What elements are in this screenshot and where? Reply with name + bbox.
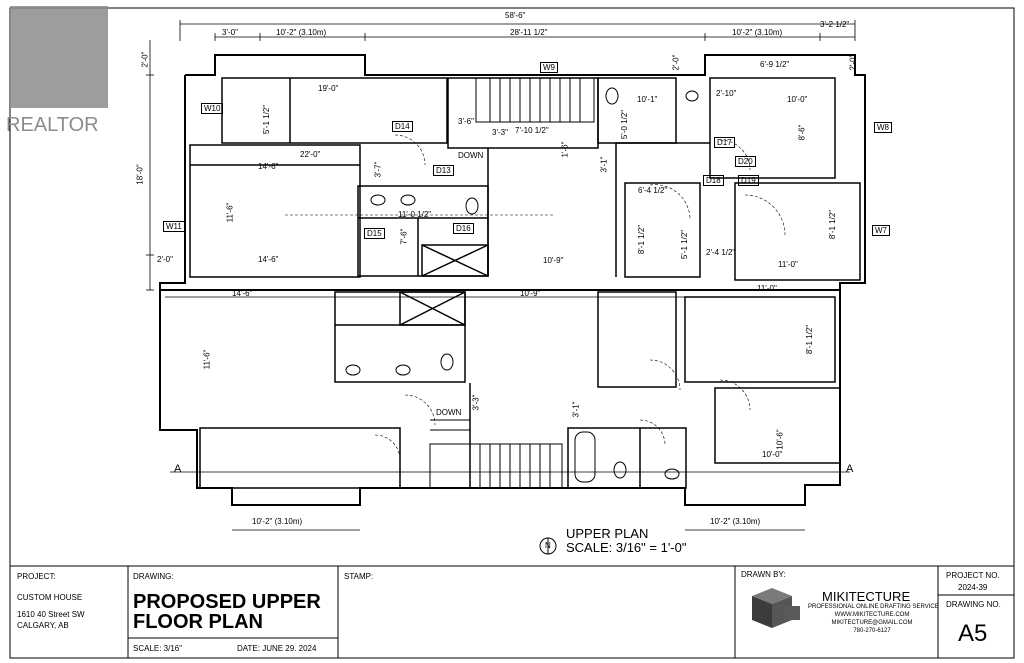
dim-left-bottom: 2'-0" [157,255,173,264]
tag-d20: D20 [735,156,756,167]
drawing-scale: SCALE: 3/16" [133,644,183,653]
project-address-1: 1610 40 Street SW [17,610,85,619]
dim-top-left-a: 3'-0" [222,28,238,37]
dim-room: 3'-7" [373,161,383,178]
drawing-no: A5 [958,620,988,647]
dim-room: 10'-0" [762,450,783,459]
realtor-watermark: REALTOR [6,114,99,136]
dim-room: 14'-6" [258,162,279,171]
dim-room: 3'-6" [458,117,474,126]
company-tagline: PROFESSIONAL ONLINE DRAFTING SERVICE [808,604,939,610]
dim-room: 8'-1 1/2" [637,224,647,255]
dim-room: 11'-0" [778,260,798,269]
tag-d15: D15 [364,228,385,239]
dim-room: 10'-9" [543,256,564,265]
company-phone: 780-270-6127 [853,628,891,634]
dim-room: 10'-2" (3.10m) [710,517,761,526]
drawing-no-label: DRAWING NO. [946,600,1001,609]
dim-room: 10'-1" [637,95,658,104]
dim-room: 1'-6" [560,141,570,158]
drawing-label: DRAWING: [133,572,174,581]
dim-room: 10'-0" [787,95,808,104]
tag-d16: D16 [453,223,474,234]
dim-room: 10'-6" [775,429,785,450]
project-no: 2024-39 [958,583,988,592]
dim-left-top: 2'-0" [140,51,150,68]
dim-room: 11'-6" [225,202,235,223]
dim-right-top2: 2'-0" [848,54,858,71]
dim-room: 11'-0" [757,284,777,293]
project-name: CUSTOM HOUSE [17,593,83,602]
tag-d18: D18 [703,175,724,186]
dim-top-right-small: 3'-2 1/2" [820,20,850,29]
dim-room: 7'-10 1/2" [515,126,549,135]
dim-room: 22'-0" [300,150,321,159]
dim-room: 11'-6" [202,349,212,370]
dim-room: 6'-4 1/2" [638,186,668,195]
project-label: PROJECT: [17,572,56,581]
dim-room: 6'-9 1/2" [760,60,790,69]
dim-room: 8'-1 1/2" [805,324,815,355]
mikitecture-logo-icon [752,588,800,628]
section-marker-right: A [846,463,854,475]
dim-room: 7'-6" [399,228,409,245]
dim-room: 10'-9" [520,289,541,298]
dim-top-left-b: 10'-2" (3.10m) [276,28,327,37]
dim-left-height: 18'-0" [135,164,145,185]
dim-room: 2'-4 1/2" [706,248,736,257]
dim-room: 2'-10" [716,89,737,98]
plan-name: UPPER PLAN [566,526,649,541]
dim-room: 3'-1" [571,401,581,418]
section-marker-left: A [174,463,182,475]
realtor-logo-icon [10,6,108,108]
tag-d19: D19 [738,175,759,186]
label-down-upper: DOWN [458,151,484,160]
dim-top-right: 10'-2" (3.10m) [732,28,783,37]
plan-scale: SCALE: 3/16" = 1'-0" [566,540,687,555]
tag-w10: W10 [201,103,224,114]
dim-room: 3'-3" [492,128,508,137]
project-no-label: PROJECT NO. [946,571,1000,580]
dim-room: 8'-6" [797,124,807,141]
company-email: MIKITECTURE@GMAIL.COM [831,620,913,626]
dim-room: 14'-6" [232,289,253,298]
company-name: MIKITECTURE [822,589,911,604]
dim-room: 11'-0 1/2" [398,210,432,219]
dim-room: 5'-1 1/2" [262,104,272,135]
drawing-title-line2: FLOOR PLAN [133,611,263,633]
tag-w11: W11 [163,221,185,232]
drawn-by-label: DRAWN BY: [741,570,786,579]
company-website: WWW.MIKITECTURE.COM [834,612,910,618]
dim-room: 3'-1" [599,156,609,173]
tag-d13: D13 [433,165,454,176]
dim-right-top: 2'-0" [671,54,681,71]
stamp-label: STAMP: [344,572,374,581]
tag-d17: D17 [714,137,735,148]
dim-room: 5'-1 1/2" [680,229,690,260]
dim-overall: 58'-6" [505,11,526,20]
label-down-lower: DOWN [436,408,462,417]
drawing-title-line1: PROPOSED UPPER [133,591,321,613]
north-label: N [545,541,551,550]
dim-room: 8'-1 1/2" [828,209,838,240]
drawing-date: DATE: JUNE 29. 2024 [237,644,317,653]
tag-w8: W8 [874,122,892,133]
dim-room: 14'-6" [258,255,279,264]
dim-room: 3'-3" [471,394,481,411]
tag-w7: W7 [872,225,890,236]
project-address-2: CALGARY, AB [17,621,69,630]
dim-room: 5'-0 1/2" [620,109,630,140]
dim-room: 10'-2" (3.10m) [252,517,303,526]
tag-w9: W9 [540,62,558,73]
dim-room: 19'-0" [318,84,339,93]
tag-d14: D14 [392,121,413,132]
dim-top-center: 28'-11 1/2" [510,28,548,37]
